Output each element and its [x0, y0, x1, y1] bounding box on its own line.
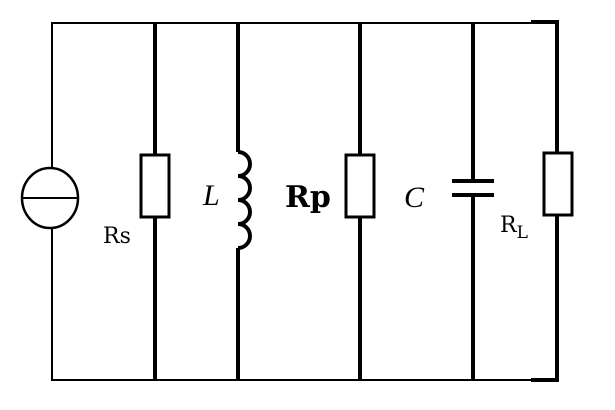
rl-resistor: [542, 151, 574, 217]
rl-branch: [542, 151, 574, 217]
inductor-branch: [236, 23, 252, 380]
rs-branch: [139, 23, 171, 380]
rl-label: RL: [500, 213, 528, 243]
rp-label: Rp: [285, 180, 331, 215]
capacitor-branch: [452, 23, 494, 380]
rs-resistor: [139, 153, 171, 219]
inductor-coil: [237, 150, 252, 250]
rp-branch: [344, 23, 376, 380]
rl-label-subscript: L: [517, 223, 528, 243]
current-source-branch: [20, 23, 80, 380]
rs-label: Rs: [103, 224, 131, 249]
rp-resistor: [344, 153, 376, 219]
inductor-label: L: [202, 179, 220, 212]
rl-label-main: R: [500, 213, 518, 238]
capacitor-label: C: [404, 181, 425, 214]
